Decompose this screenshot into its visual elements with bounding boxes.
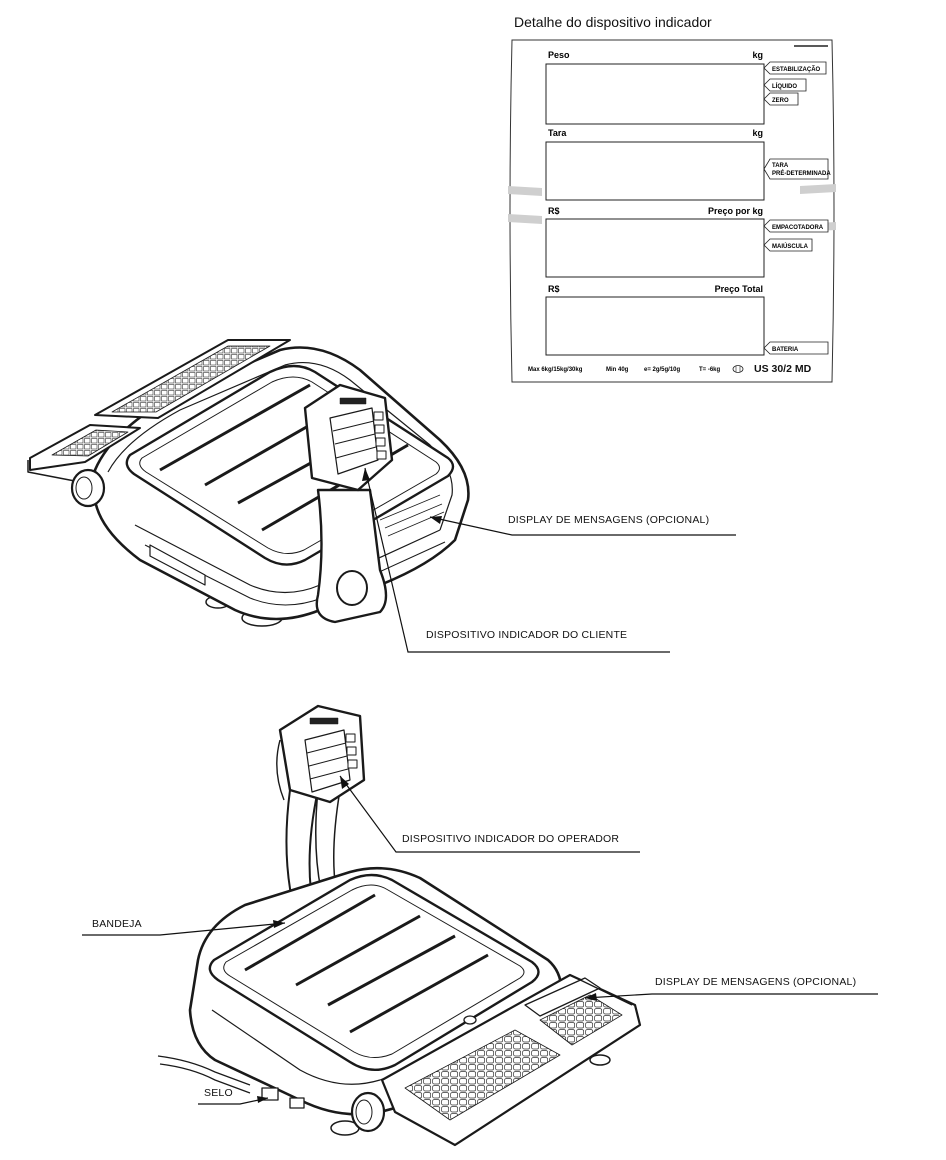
tag-empacotadora: EMPACOTADORA: [772, 225, 824, 231]
arrowhead-display-bottom: [585, 993, 597, 1001]
tag-tara: TARA: [772, 163, 789, 169]
window-label-tara: Tara: [548, 128, 567, 138]
window-unit-peso: kg: [752, 50, 763, 60]
window-tara: [545, 141, 765, 201]
window-preco-total: [545, 296, 765, 356]
arrowhead-display-top: [430, 516, 442, 524]
scale-top: [27, 339, 470, 627]
label-dispositivo-cliente: DISPOSITIVO INDICADOR DO CLIENTE: [426, 629, 628, 641]
label-display-mensagens-top: DISPLAY DE MENSAGENS (OPCIONAL): [508, 514, 710, 526]
tag-pre-determinada: PRÉ-DETERMINADA: [772, 169, 831, 177]
leader-display-bottom: [584, 993, 878, 999]
model-name: US 30/2 MD: [754, 363, 812, 375]
leader-cliente: [364, 467, 670, 653]
leader-display-top: [429, 516, 736, 536]
window-peso: [545, 63, 765, 125]
indicator-panel: Peso kg Tara kg R$ Preço por kg R$ Preço…: [508, 39, 836, 383]
tag-bateria: BATERIA: [772, 347, 799, 353]
tag-estabilizacao: ESTABILIZAÇÃO: [772, 66, 821, 73]
spec-t: T= -6kg: [699, 367, 721, 373]
window-preco-kg: [545, 218, 765, 278]
window-unit-preco-total: Preço Total: [715, 284, 763, 294]
label-dispositivo-operador: DISPOSITIVO INDICADOR DO OPERADOR: [402, 833, 620, 845]
leader-bandeja: [82, 922, 286, 936]
window-unit-preco-kg: Preço por kg: [708, 206, 763, 216]
window-label-rs-total: R$: [548, 284, 560, 294]
arrowhead-bandeja: [273, 920, 285, 928]
detail-title: Detalhe do dispositivo indicador: [514, 14, 712, 30]
window-unit-tara: kg: [752, 128, 763, 138]
window-label-rs-kg: R$: [548, 206, 560, 216]
spec-e: e= 2g/5g/10g: [644, 367, 681, 373]
metrology-mark-icon: [732, 365, 744, 373]
tag-maiuscula: MAIÚSCULA: [772, 243, 809, 250]
window-label-peso: Peso: [548, 50, 570, 60]
label-bandeja: BANDEJA: [92, 918, 142, 930]
spec-min: Min 40g: [606, 367, 629, 373]
spec-max: Max 6kg/15kg/30kg: [528, 367, 583, 373]
label-display-mensagens-bottom: DISPLAY DE MENSAGENS (OPCIONAL): [655, 976, 857, 988]
label-selo: SELO: [204, 1087, 233, 1099]
leader-operador: [339, 775, 640, 853]
tag-liquido: LÍQUIDO: [772, 82, 797, 90]
arrowhead-selo: [257, 1096, 268, 1103]
arrowhead-cliente: [362, 468, 370, 481]
tag-zero: ZERO: [772, 98, 789, 104]
scale-bottom: [157, 704, 642, 1147]
arrowhead-operador: [340, 776, 349, 789]
